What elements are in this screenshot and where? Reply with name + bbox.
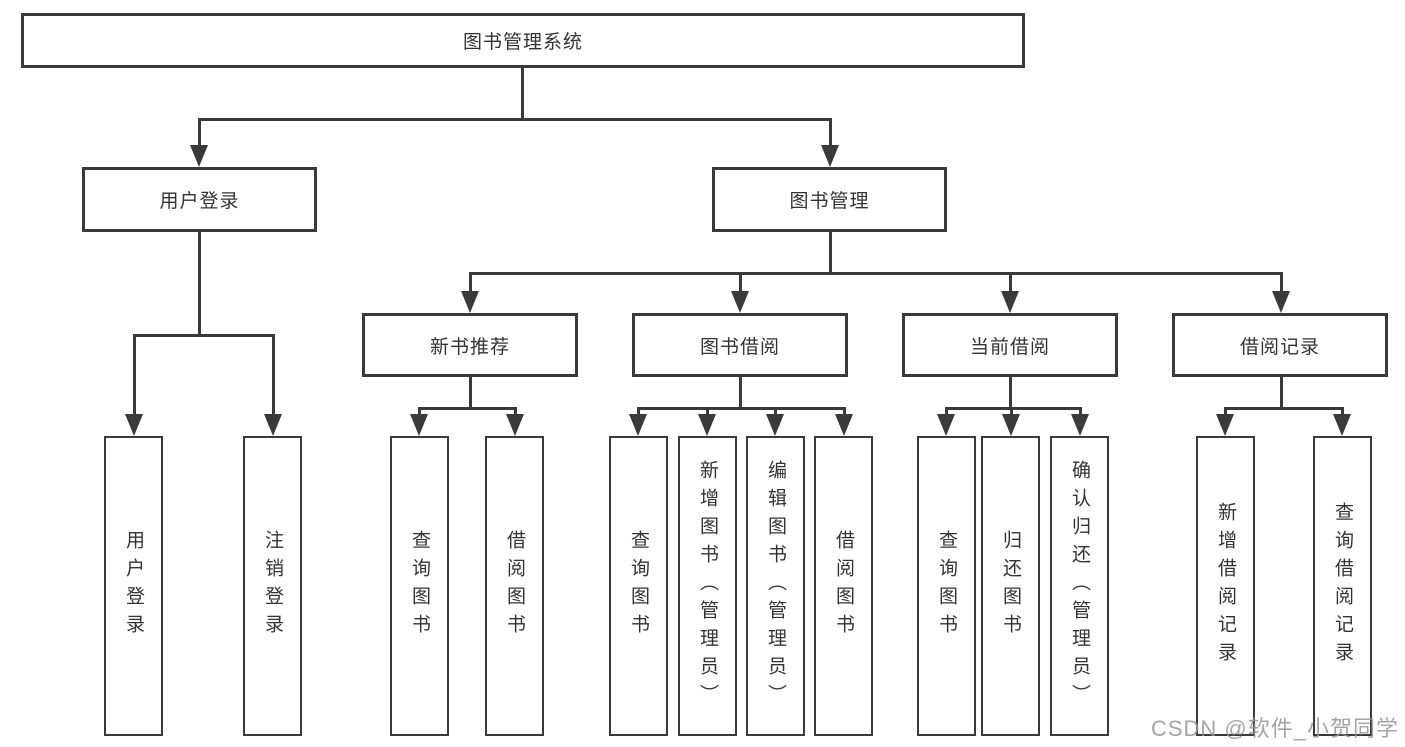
leaf-confirm-return-admin: 确认归还（管理员） (1050, 436, 1109, 736)
node-label: 当前借阅 (969, 336, 1050, 358)
connector-line (1280, 377, 1283, 410)
connector-line (272, 334, 275, 418)
node-label: 借阅记录 (1239, 336, 1320, 358)
connector-line (945, 407, 948, 420)
leaf-label: 新增借阅记录 (1215, 502, 1236, 670)
connector-line (829, 232, 832, 275)
connector-line (829, 118, 832, 152)
node-borrow-records: 借阅记录 (1172, 313, 1388, 377)
arrow-down-icon (1216, 414, 1234, 436)
leaf-borrow-books-2: 借阅图书 (814, 436, 873, 736)
connector-line (469, 272, 472, 300)
connector-line (637, 407, 640, 420)
arrow-down-icon (835, 414, 853, 436)
node-book-borrowing: 图书借阅 (632, 313, 848, 377)
leaf-label: 借阅图书 (504, 530, 525, 642)
arrow-down-icon (1272, 291, 1290, 313)
node-label: 图书借阅 (699, 336, 780, 358)
node-library-system: 图书管理系统 (21, 13, 1025, 68)
arrow-down-icon (1333, 414, 1351, 436)
arrow-down-icon (264, 414, 282, 436)
leaf-logout: 注销登录 (243, 436, 302, 736)
leaf-add-books-admin: 新增图书（管理员） (678, 436, 737, 736)
connector-line (706, 407, 709, 420)
connector-line (637, 407, 846, 410)
connector-line (521, 68, 524, 121)
connector-line (1224, 407, 1227, 420)
leaf-label: 查询图书 (409, 530, 430, 642)
leaf-borrow-books-1: 借阅图书 (485, 436, 544, 736)
node-label: 图书管理系统 (462, 32, 583, 53)
connector-line (1009, 272, 1012, 300)
leaf-label: 新增图书（管理员） (697, 460, 718, 712)
connector-line (418, 407, 421, 420)
node-label: 用户登录 (159, 191, 240, 212)
connector-line (774, 407, 777, 420)
leaf-label: 用户登录 (123, 530, 144, 642)
arrow-down-icon (731, 291, 749, 313)
connector-line (1224, 407, 1344, 410)
watermark: CSDN @软件_小贺同学 (1150, 716, 1399, 741)
leaf-label: 查询图书 (936, 530, 957, 642)
leaf-user-login: 用户登录 (104, 436, 163, 736)
arrow-down-icon (190, 145, 208, 167)
arrow-down-icon (125, 414, 143, 436)
leaf-label: 确认归还（管理员） (1069, 460, 1090, 712)
connector-line (418, 407, 517, 410)
leaf-label: 注销登录 (262, 530, 283, 642)
leaf-add-borrow-record: 新增借阅记录 (1196, 436, 1255, 736)
leaf-label: 查询图书 (628, 530, 649, 642)
leaf-edit-books-admin: 编辑图书（管理员） (746, 436, 805, 736)
connector-line (198, 118, 201, 152)
leaf-label: 编辑图书（管理员） (765, 460, 786, 712)
connector-line (198, 118, 832, 121)
node-label: 图书管理 (789, 191, 870, 212)
arrow-down-icon (461, 291, 479, 313)
connector-line (1009, 377, 1012, 410)
connector-line (843, 407, 846, 420)
leaf-return-books: 归还图书 (981, 436, 1040, 736)
arrow-down-icon (937, 414, 955, 436)
connector-line (1010, 407, 1013, 420)
connector-line (1341, 407, 1344, 420)
leaf-query-books-2: 查询图书 (609, 436, 668, 736)
leaf-query-borrow-record: 查询借阅记录 (1313, 436, 1372, 736)
arrow-down-icon (506, 414, 524, 436)
node-label: 新书推荐 (429, 336, 510, 358)
leaf-label: 归还图书 (1000, 530, 1021, 642)
leaf-query-books-1: 查询图书 (390, 436, 449, 736)
arrow-down-icon (1001, 291, 1019, 313)
connector-line (1079, 407, 1082, 420)
connector-line (133, 334, 136, 418)
connector-line (198, 232, 201, 337)
arrow-down-icon (629, 414, 647, 436)
connector-line (514, 407, 517, 420)
arrow-down-icon (1002, 414, 1020, 436)
node-book-management: 图书管理 (712, 167, 947, 232)
node-current-borrowing: 当前借阅 (902, 313, 1118, 377)
arrow-down-icon (766, 414, 784, 436)
connector-line (739, 272, 742, 300)
arrow-down-icon (410, 414, 428, 436)
connector-line (739, 377, 742, 410)
connector-line (469, 272, 1283, 275)
arrow-down-icon (698, 414, 716, 436)
leaf-query-books-3: 查询图书 (917, 436, 976, 736)
node-user-login: 用户登录 (82, 167, 317, 232)
arrow-down-icon (1071, 414, 1089, 436)
leaf-label: 借阅图书 (833, 530, 854, 642)
connector-line (945, 407, 1082, 410)
arrow-down-icon (821, 145, 839, 167)
connector-line (469, 377, 472, 410)
leaf-label: 查询借阅记录 (1332, 502, 1353, 670)
connector-line (1280, 272, 1283, 300)
node-new-book-recommend: 新书推荐 (362, 313, 578, 377)
connector-line (133, 334, 275, 337)
